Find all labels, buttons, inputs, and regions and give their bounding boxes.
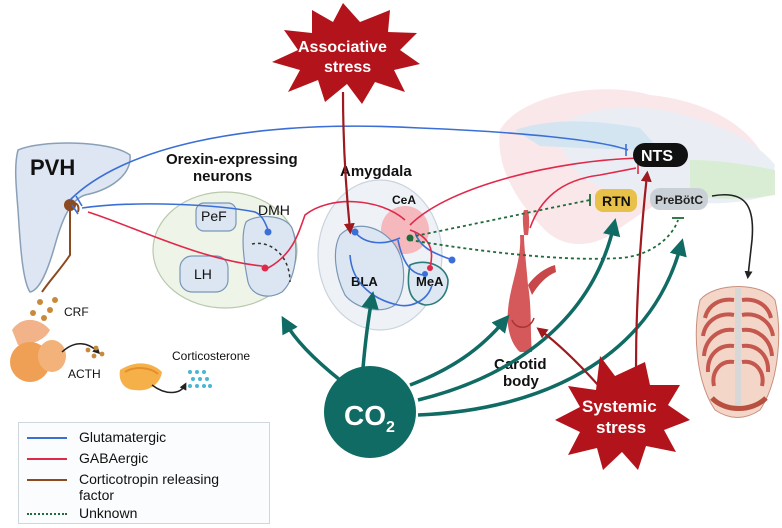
- pvh-label: PVH: [30, 155, 75, 180]
- co2-label-subscript: 2: [386, 419, 395, 436]
- corticosterone-label: Corticosterone: [172, 349, 250, 363]
- legend-swatch-unknown: [27, 513, 67, 515]
- orexin-title-line2: neurons: [193, 168, 252, 185]
- brainstem-illustration: [499, 89, 775, 245]
- legend-item-gabaergic: GABAergic: [27, 450, 148, 466]
- prebotc-label: PreBötC: [655, 193, 703, 207]
- unknown-origin-dot: [406, 234, 414, 242]
- rtn-label: RTN: [602, 193, 631, 209]
- crf-label: CRF: [64, 305, 89, 319]
- legend-swatch-crf: [27, 479, 67, 481]
- glutamatergic-synapses: [71, 144, 627, 215]
- legend-swatch-gabaergic: [27, 458, 67, 460]
- corticosterone-arrow: [151, 382, 187, 394]
- nts-label: NTS: [641, 148, 673, 165]
- orexin-title-line1: Orexin-expressing: [166, 151, 298, 168]
- glutamatergic-terminals: [264, 228, 456, 277]
- systemic-stress-burst: [555, 356, 690, 470]
- prebotc-node: [650, 188, 708, 210]
- dmh-label: DMH: [258, 202, 290, 218]
- legend-label-unknown: Unknown: [79, 505, 138, 521]
- systemic-stress-arrows: [536, 170, 652, 386]
- legend-label-glutamatergic: Glutamatergic: [79, 429, 167, 445]
- legend-swatch-glutamatergic: [27, 437, 67, 439]
- acth-dots: [85, 345, 105, 359]
- legend-item-glutamatergic: Glutamatergic: [27, 429, 166, 445]
- cea-label: CeA: [392, 193, 416, 207]
- associative-stress-burst: [272, 3, 420, 104]
- legend-item-crf: Corticotropin releasing factor: [27, 471, 262, 503]
- pituitary-gland: [10, 319, 66, 382]
- co2-label-base: CO: [344, 400, 386, 431]
- orexin-region: [152, 191, 298, 309]
- unknown-pathways: [409, 199, 679, 260]
- co2-circle: [324, 366, 416, 458]
- adrenal-gland: [119, 363, 162, 391]
- bla-label: BLA: [351, 274, 378, 289]
- corticosterone-dots: [188, 370, 212, 388]
- associative-stress-label-line2: stress: [324, 59, 371, 76]
- legend: Glutamatergic GABAergic Corticotropin re…: [18, 422, 270, 524]
- unknown-synapses: [589, 194, 684, 219]
- legend-label-crf: Corticotropin releasing factor: [79, 471, 220, 503]
- ribcage-illustration: [695, 286, 780, 418]
- acth-label: ACTH: [68, 367, 101, 381]
- amygdala-label: Amygdala: [340, 163, 412, 180]
- gabaergic-terminals: [261, 264, 433, 272]
- legend-item-unknown: Unknown: [27, 505, 137, 521]
- acth-arrow: [61, 343, 101, 355]
- associative-stress-arrow: [341, 91, 355, 235]
- glutamatergic-pathways: [69, 125, 629, 307]
- mea-label: MeA: [416, 274, 444, 289]
- carotid-label-line1: Carotid: [494, 356, 547, 373]
- co2-arrows: [281, 218, 687, 417]
- gabaergic-pathways: [87, 157, 641, 269]
- carotid-body-illustration: [507, 210, 556, 352]
- associative-stress-label-line1: Associative: [298, 39, 387, 56]
- lh-label: LH: [194, 266, 212, 282]
- nts-node: [633, 143, 688, 167]
- legend-label-gabaergic: GABAergic: [79, 450, 149, 466]
- systemic-stress-label-line1: Systemic: [582, 397, 657, 416]
- co2-label: CO2: [344, 400, 395, 436]
- prebotc-to-ribcage-arrow: [711, 194, 754, 280]
- crf-neuron: [30, 199, 80, 321]
- carotid-label-line2: body: [503, 373, 539, 390]
- pef-label: PeF: [201, 208, 227, 224]
- rtn-node: [595, 189, 637, 212]
- pvh-region: [14, 142, 131, 293]
- systemic-stress-label-line2: stress: [596, 418, 646, 437]
